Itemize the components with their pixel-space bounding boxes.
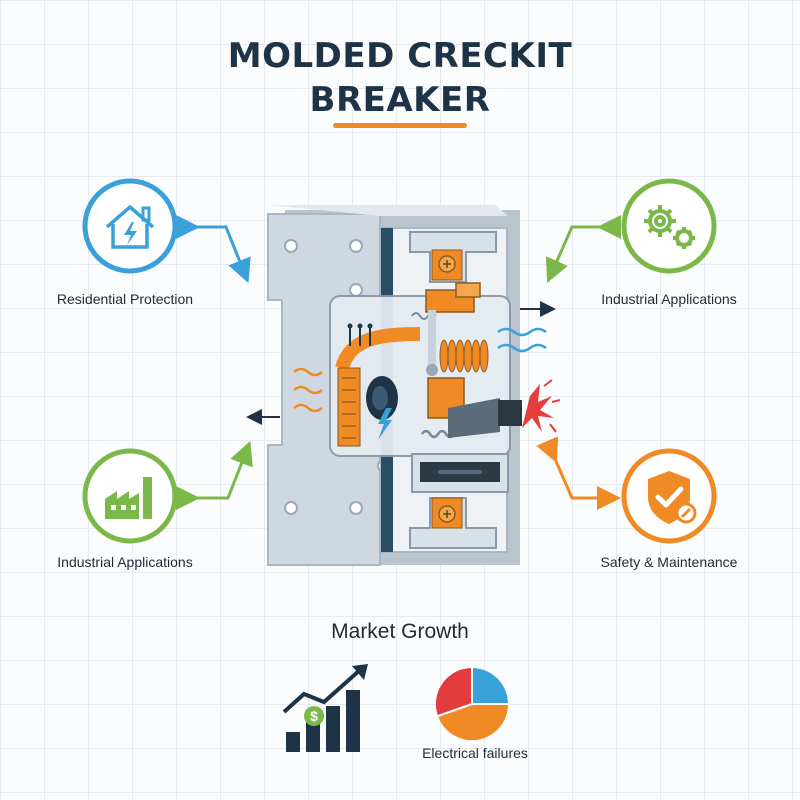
pie-chart-icon xyxy=(435,667,509,741)
shield-check-icon xyxy=(621,448,717,544)
svg-text:$: $ xyxy=(310,708,318,724)
feature-label-industrial-top: Industrial Applications xyxy=(601,291,737,307)
heat-waves-icon xyxy=(293,367,323,413)
house-lightning-icon xyxy=(82,178,178,274)
pie-chart-label: Electrical failures xyxy=(422,745,528,761)
feature-label-industrial-bottom: Industrial Applications xyxy=(57,554,193,570)
gears-icon xyxy=(621,178,717,274)
page-title: MOLDED CRECKIT BREAKER xyxy=(0,34,800,122)
market-growth-title: Market Growth xyxy=(331,620,469,643)
feature-label-safety: Safety & Maintenance xyxy=(600,554,738,570)
title-line-1: MOLDED CRECKIT xyxy=(227,36,573,76)
title-underline xyxy=(333,123,467,128)
bar-chart-growth-icon: $ xyxy=(282,664,368,752)
cool-waves-icon xyxy=(497,327,547,353)
title-line-2: BREAKER xyxy=(309,80,491,120)
factory-icon xyxy=(82,448,178,544)
feature-label-residential: Residential Protection xyxy=(56,291,194,307)
